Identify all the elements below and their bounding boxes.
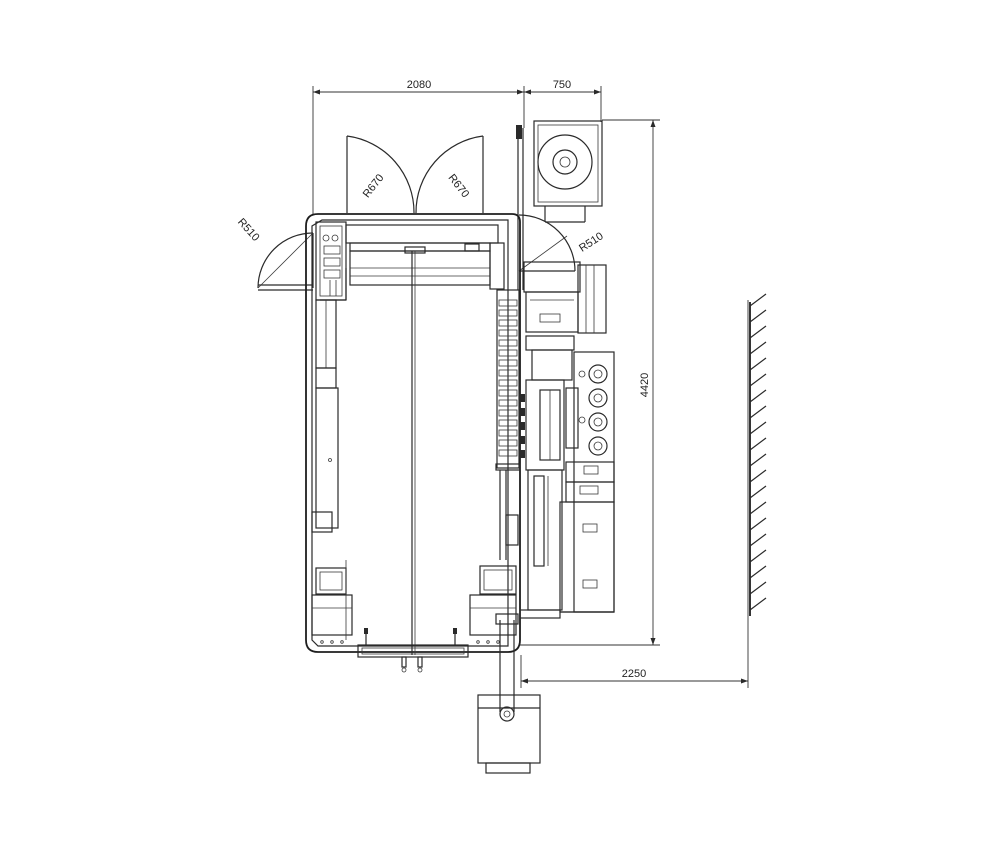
wall-hatch-line <box>749 421 767 435</box>
wall-hatch-line <box>749 485 767 499</box>
rack-slat <box>498 399 518 407</box>
rack-slat <box>498 369 518 377</box>
rack-bracket <box>519 422 525 430</box>
left-side-door: R510 <box>235 216 314 291</box>
rack-slat <box>498 329 518 337</box>
dimension-label-4420: 4420 <box>639 373 651 397</box>
wall-hatch-line <box>749 533 767 547</box>
wall-hatch-line <box>749 549 767 563</box>
rack-slat <box>498 449 518 457</box>
top-double-door: R670 R670 <box>346 135 484 214</box>
wall-hatch-line <box>749 325 767 339</box>
rack-slat <box>498 319 518 327</box>
bottom-tray <box>357 628 469 673</box>
rack-bracket <box>519 394 525 402</box>
wall-hatching <box>749 293 767 616</box>
wall-hatch-line <box>749 405 767 419</box>
rack-slat <box>498 439 518 447</box>
rack-bracket <box>519 408 525 416</box>
right-lower-equipment <box>469 470 519 636</box>
wall-hatch-line <box>749 341 767 355</box>
rack-slat <box>498 339 518 347</box>
wall-hatch-line <box>749 597 767 611</box>
wall-hatch-line <box>749 373 767 387</box>
dimension-2250: 2250 <box>520 300 749 688</box>
left-wall-equipment <box>311 299 353 640</box>
dimension-2080: 2080 <box>312 79 525 215</box>
rack-slat <box>498 409 518 417</box>
wall-hatch-line <box>749 453 767 467</box>
wall-hatch-line <box>749 357 767 371</box>
rack-slat <box>498 419 518 427</box>
door-radius-label-left: R510 <box>235 216 262 244</box>
center-rail <box>411 251 416 655</box>
left-control-panel <box>315 221 347 301</box>
dimension-4420: 4420 <box>520 119 660 646</box>
right-side-door: R510 <box>518 214 606 272</box>
right-equipment-column <box>519 261 615 619</box>
main-room-outline <box>305 213 521 653</box>
wall-hatch-line <box>749 437 767 451</box>
wall-hatch-line <box>749 581 767 595</box>
rack-slat <box>498 429 518 437</box>
rack-slat <box>498 299 518 307</box>
rack-slat <box>498 349 518 357</box>
rack-slat <box>498 379 518 387</box>
exhaust-fan-unit <box>516 120 603 290</box>
wall-hatch-line <box>749 565 767 579</box>
wall-hatch-line <box>749 469 767 483</box>
wall-hatch-line <box>749 517 767 531</box>
extraction-duct <box>477 613 541 774</box>
rack-bracket <box>519 450 525 458</box>
right-rack-conveyor <box>495 289 525 471</box>
door-radius-label-right: R510 <box>577 230 606 254</box>
wall-hatch-line <box>749 501 767 515</box>
rack-slat <box>498 309 518 317</box>
wall-hatch-line <box>749 309 767 323</box>
dimension-label-2080: 2080 <box>407 79 431 91</box>
wall-hatch-line <box>749 389 767 403</box>
rack-slat <box>498 359 518 367</box>
wall-hatch-line <box>749 293 767 307</box>
top-interior-cabinet <box>345 224 505 290</box>
door-radius-label-top-left: R670 <box>361 172 387 200</box>
dimension-label-750: 750 <box>553 79 571 91</box>
dimension-label-2250: 2250 <box>622 668 646 680</box>
bottom-wall-fixtures <box>320 640 500 644</box>
door-radius-label-top-right: R670 <box>446 172 472 200</box>
rack-slat <box>498 389 518 397</box>
rack-bracket <box>519 436 525 444</box>
dimension-750: 750 <box>524 79 602 122</box>
